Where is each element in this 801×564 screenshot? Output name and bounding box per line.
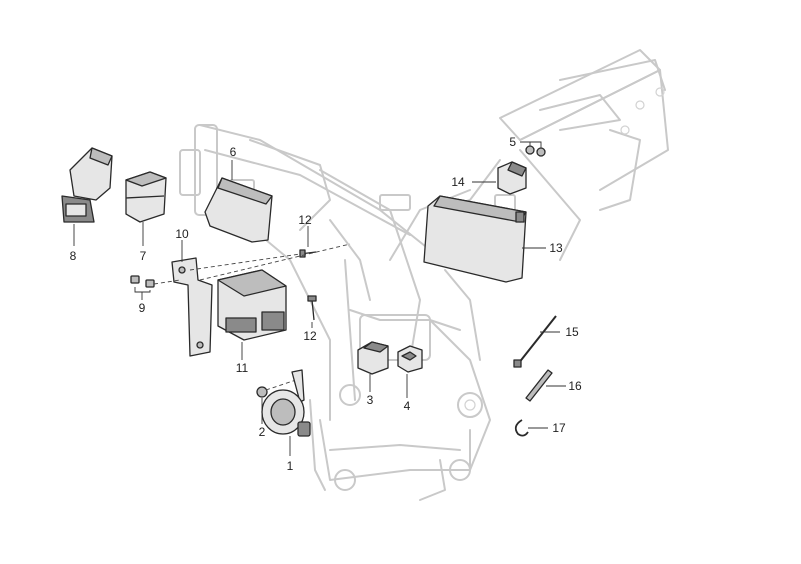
callout-5: 5 [509,135,516,149]
callout-4: 4 [404,399,411,413]
callout-17: 17 [552,421,566,435]
callout-12-lower: 12 [303,329,317,343]
callout-14: 14 [451,175,465,189]
part-9-bolts [130,275,181,300]
callout-10: 10 [175,227,189,241]
part-13-battery [423,195,546,283]
callout-13: 13 [549,241,563,255]
callout-2: 2 [259,425,266,439]
motorcycle-frame [179,49,669,501]
part-4-relay [397,345,423,398]
part-8-connector-module [61,147,113,246]
callout-labels: 1 2 3 4 5 6 7 8 9 10 11 12 12 13 14 15 1… [70,135,582,473]
part-3-relay [357,341,389,392]
callout-7: 7 [140,249,147,263]
part-6-control-unit [204,160,273,243]
part-15-cable-tie [513,315,560,368]
part-11-fuse-box [217,269,287,360]
part-14-starter-relay [472,161,527,195]
callout-12-upper: 12 [298,213,312,227]
part-7-relay-block [125,171,167,246]
callout-16: 16 [568,379,582,393]
callout-3: 3 [367,393,374,407]
part-12-screws [189,226,351,328]
callout-9: 9 [139,301,146,315]
part-17-clip [514,419,548,437]
part-16-strap [525,369,566,402]
callout-1: 1 [287,459,294,473]
callout-8: 8 [70,249,77,263]
part-5-nuts [520,141,546,157]
part-10-bracket [171,240,213,357]
callout-6: 6 [230,145,237,159]
callout-11: 11 [236,361,249,375]
part-1-horn [261,369,311,456]
callout-15: 15 [565,325,579,339]
